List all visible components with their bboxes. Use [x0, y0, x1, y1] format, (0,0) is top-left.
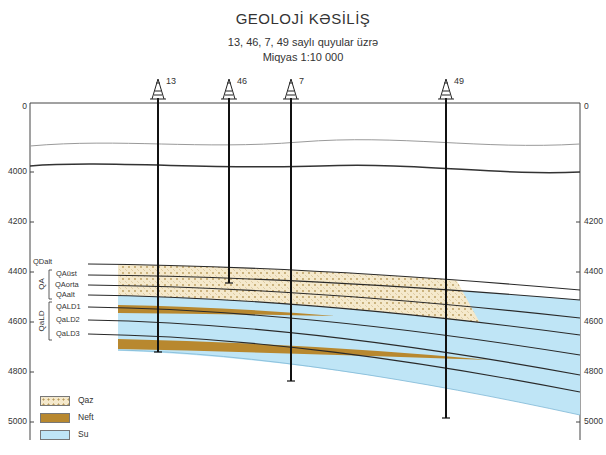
depth-value: 4800 [584, 367, 603, 376]
depth-value: 0 [22, 102, 27, 111]
depth-value: 5000 [584, 417, 603, 426]
well-number: 13 [166, 77, 176, 87]
layer-name: QAorta [55, 280, 79, 288]
depth-value: 4800 [8, 367, 27, 376]
legend-swatch [40, 396, 70, 406]
layer-name: QDalt [33, 258, 52, 266]
depth-value: 4400 [584, 267, 603, 276]
depth-value: 4400 [8, 267, 27, 276]
legend-text: Su [78, 430, 88, 439]
subtitle: 13, 46, 7, 49 saylı quyular üzrə [228, 36, 378, 48]
legend-text: Qaz [78, 396, 94, 405]
layer-name: QaLD3 [56, 330, 80, 338]
depth-value: 4000 [8, 167, 27, 176]
layer-name: QAalt [56, 291, 75, 299]
depth-value: 4200 [8, 217, 27, 226]
layer-name: QALD1 [56, 303, 81, 311]
group-name: QA [38, 278, 47, 290]
legend-text: Neft [78, 413, 94, 422]
depth-value: 5000 [8, 417, 27, 426]
scale-note: Miqyas 1:10 000 [263, 51, 344, 63]
depth-value: 4200 [584, 217, 603, 226]
well-number: 49 [454, 77, 464, 87]
layer-name: QAüst [56, 270, 77, 278]
depth-value: 4600 [584, 317, 603, 326]
legend-swatch [40, 413, 70, 423]
diagram-title: GEOLOJİ KƏSİLİŞ [236, 11, 371, 28]
well-number: 46 [237, 77, 247, 87]
legend-swatch [40, 430, 70, 440]
layer-name: QaLD2 [56, 316, 80, 324]
well-number: 7 [299, 77, 304, 87]
depth-value: 0 [584, 102, 589, 111]
depth-value: 4600 [8, 317, 27, 326]
group-name: QaLD [38, 311, 47, 332]
